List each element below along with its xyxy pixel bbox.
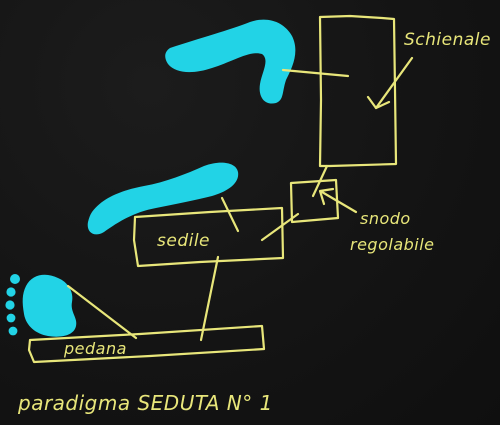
joint-label-line2: regolabile [350,235,435,254]
footrest-box [27,324,266,364]
backrest-box [318,14,398,168]
backrest-label: Schienale [404,30,491,50]
seat-footrest-line [199,255,220,342]
thigh-link-line [220,196,240,233]
footrest-label: pedana [63,339,127,358]
thigh-silhouette-icon [87,162,239,235]
diagram-caption: paradigma SEDUTA N° 1 [17,391,273,415]
joint-arrow [318,187,358,214]
foot-link-line [66,284,138,340]
foot-silhouette-icon [5,274,77,337]
joint-label-line1: snodo [360,209,411,228]
backrest-link-line [281,68,350,78]
joint-box [289,178,340,224]
backrest-connector-line [311,164,329,198]
seat-label: sedile [157,231,210,251]
back-silhouette-icon [165,19,296,104]
seat-joint-line [260,212,300,242]
backrest-arrow [366,56,414,110]
seat-box [132,206,285,268]
